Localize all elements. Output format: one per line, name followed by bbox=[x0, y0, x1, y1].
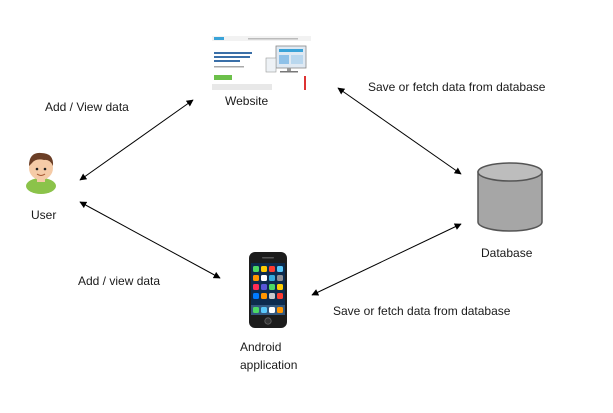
edge-label-user-android: Add / view data bbox=[78, 274, 161, 288]
user-label: User bbox=[31, 208, 57, 222]
arrow-user-android bbox=[79, 201, 221, 279]
arrow-user-website bbox=[79, 99, 194, 181]
database-cylinder-icon bbox=[477, 162, 543, 232]
database-label: Database bbox=[481, 246, 533, 260]
arrow-website-database bbox=[337, 87, 462, 175]
edge-label-website-database: Save or fetch data from database bbox=[368, 80, 546, 94]
website-screenshot-icon bbox=[212, 36, 311, 90]
edge-label-user-website: Add / View data bbox=[45, 100, 129, 114]
arrow-android-database bbox=[311, 223, 462, 296]
android-label-line1: Android bbox=[240, 340, 282, 354]
android-label-line2: application bbox=[240, 358, 298, 372]
website-label: Website bbox=[225, 94, 269, 108]
edge-label-android-database: Save or fetch data from database bbox=[333, 304, 511, 318]
user-avatar-icon bbox=[26, 152, 56, 194]
smartphone-icon bbox=[249, 252, 287, 328]
